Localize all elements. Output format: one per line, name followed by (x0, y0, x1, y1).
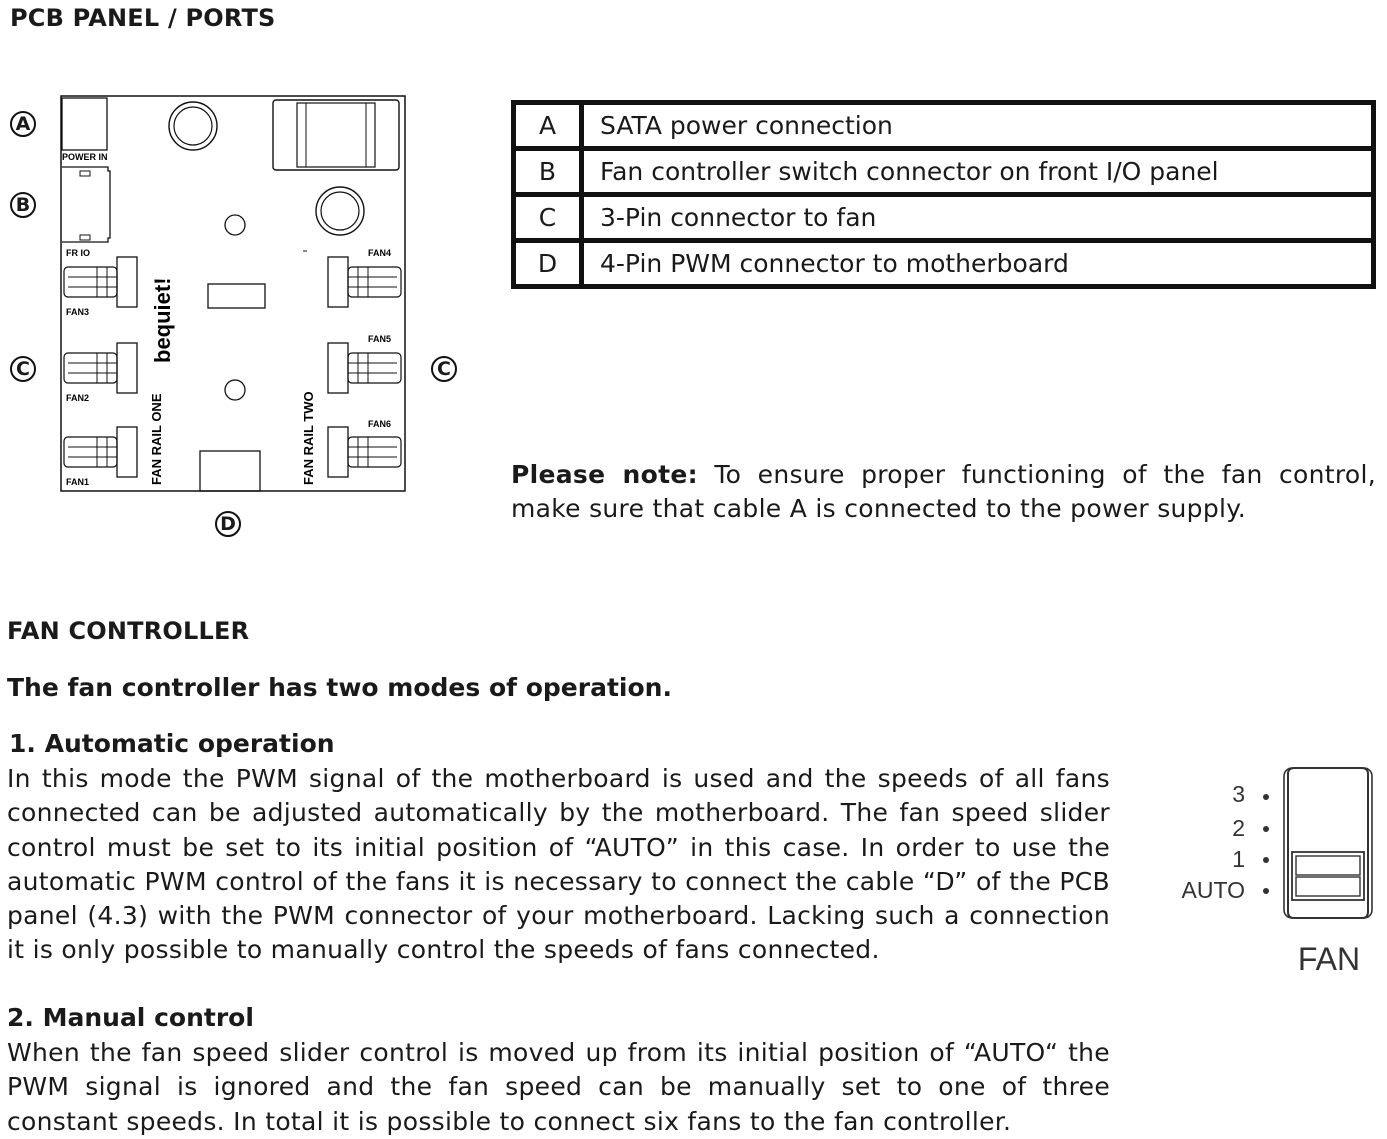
slider-pos-2: 2 (1232, 815, 1245, 841)
fan-rail-one-label: FAN RAIL ONE (149, 393, 164, 485)
port-key: C (511, 192, 584, 243)
fan6-label: FAN6 (368, 419, 391, 429)
power-in-connector (61, 97, 108, 151)
pwm-connector (199, 450, 261, 492)
fan-rail-two-label: FAN RAIL TWO (301, 391, 316, 485)
callout-d: D (215, 511, 241, 537)
port-desc: 4-Pin PWM connector to motherboard (579, 238, 1376, 289)
brand-logo: bequiet! (150, 277, 175, 363)
callout-b: B (10, 192, 36, 218)
callout-a: A (10, 111, 36, 137)
fr-io-connector (62, 166, 111, 243)
slider-knob (1291, 851, 1365, 901)
fan-speed-slider: 3 2 1 AUTO FAN (1182, 767, 1373, 977)
fan2-label: FAN2 (66, 393, 89, 403)
fan3-label: FAN3 (66, 307, 89, 317)
slider-pos-auto: AUTO (1182, 877, 1245, 903)
note-label: Please note: (511, 460, 698, 489)
note-text: To ensure proper functioning of the fan … (511, 460, 1377, 524)
fan4-label: FAN4 (368, 248, 391, 258)
slider-pos-3: 3 (1232, 781, 1245, 807)
fan2-header (63, 342, 138, 394)
port-key: A (511, 100, 584, 151)
port-desc: SATA power connection (579, 100, 1376, 151)
pcb-section-title: PCB PANEL / PORTS (10, 4, 276, 32)
fan5-label: FAN5 (368, 334, 391, 344)
auto-body: In this mode the PWM signal of the mothe… (7, 764, 1110, 965)
fan6-header (327, 426, 402, 478)
fan5-header (327, 342, 402, 394)
fan3-header (63, 256, 138, 308)
manual-body: When the fan speed slider control is mov… (7, 1038, 1110, 1136)
slider-pos-1: 1 (1232, 846, 1245, 872)
port-key: B (511, 146, 584, 197)
port-key: D (511, 238, 584, 289)
pcb-board-diagram: POWER IN FR IO FAN3 FAN2 FAN1 FAN4 (60, 95, 406, 492)
callout-c-left: C (10, 356, 36, 382)
manual-heading: 2. Manual control (7, 1003, 254, 1032)
fan4-header (327, 256, 402, 308)
slider-fan-label: FAN (1298, 941, 1360, 977)
fr-io-label: FR IO (66, 248, 90, 258)
please-note: Please note: To ensure proper functionin… (511, 458, 1376, 527)
callout-c-right: C (431, 356, 457, 382)
fan1-header (63, 426, 138, 478)
port-desc: Fan controller switch connector on front… (579, 146, 1376, 197)
fan-controller-intro: The fan controller has two modes of oper… (7, 673, 672, 702)
auto-heading: 1. Automatic operation (9, 729, 335, 758)
port-desc: 3-Pin connector to fan (579, 192, 1376, 243)
power-in-label: POWER IN (62, 152, 108, 162)
fan1-label: FAN1 (66, 477, 89, 487)
fan-controller-title: FAN CONTROLLER (7, 617, 250, 645)
